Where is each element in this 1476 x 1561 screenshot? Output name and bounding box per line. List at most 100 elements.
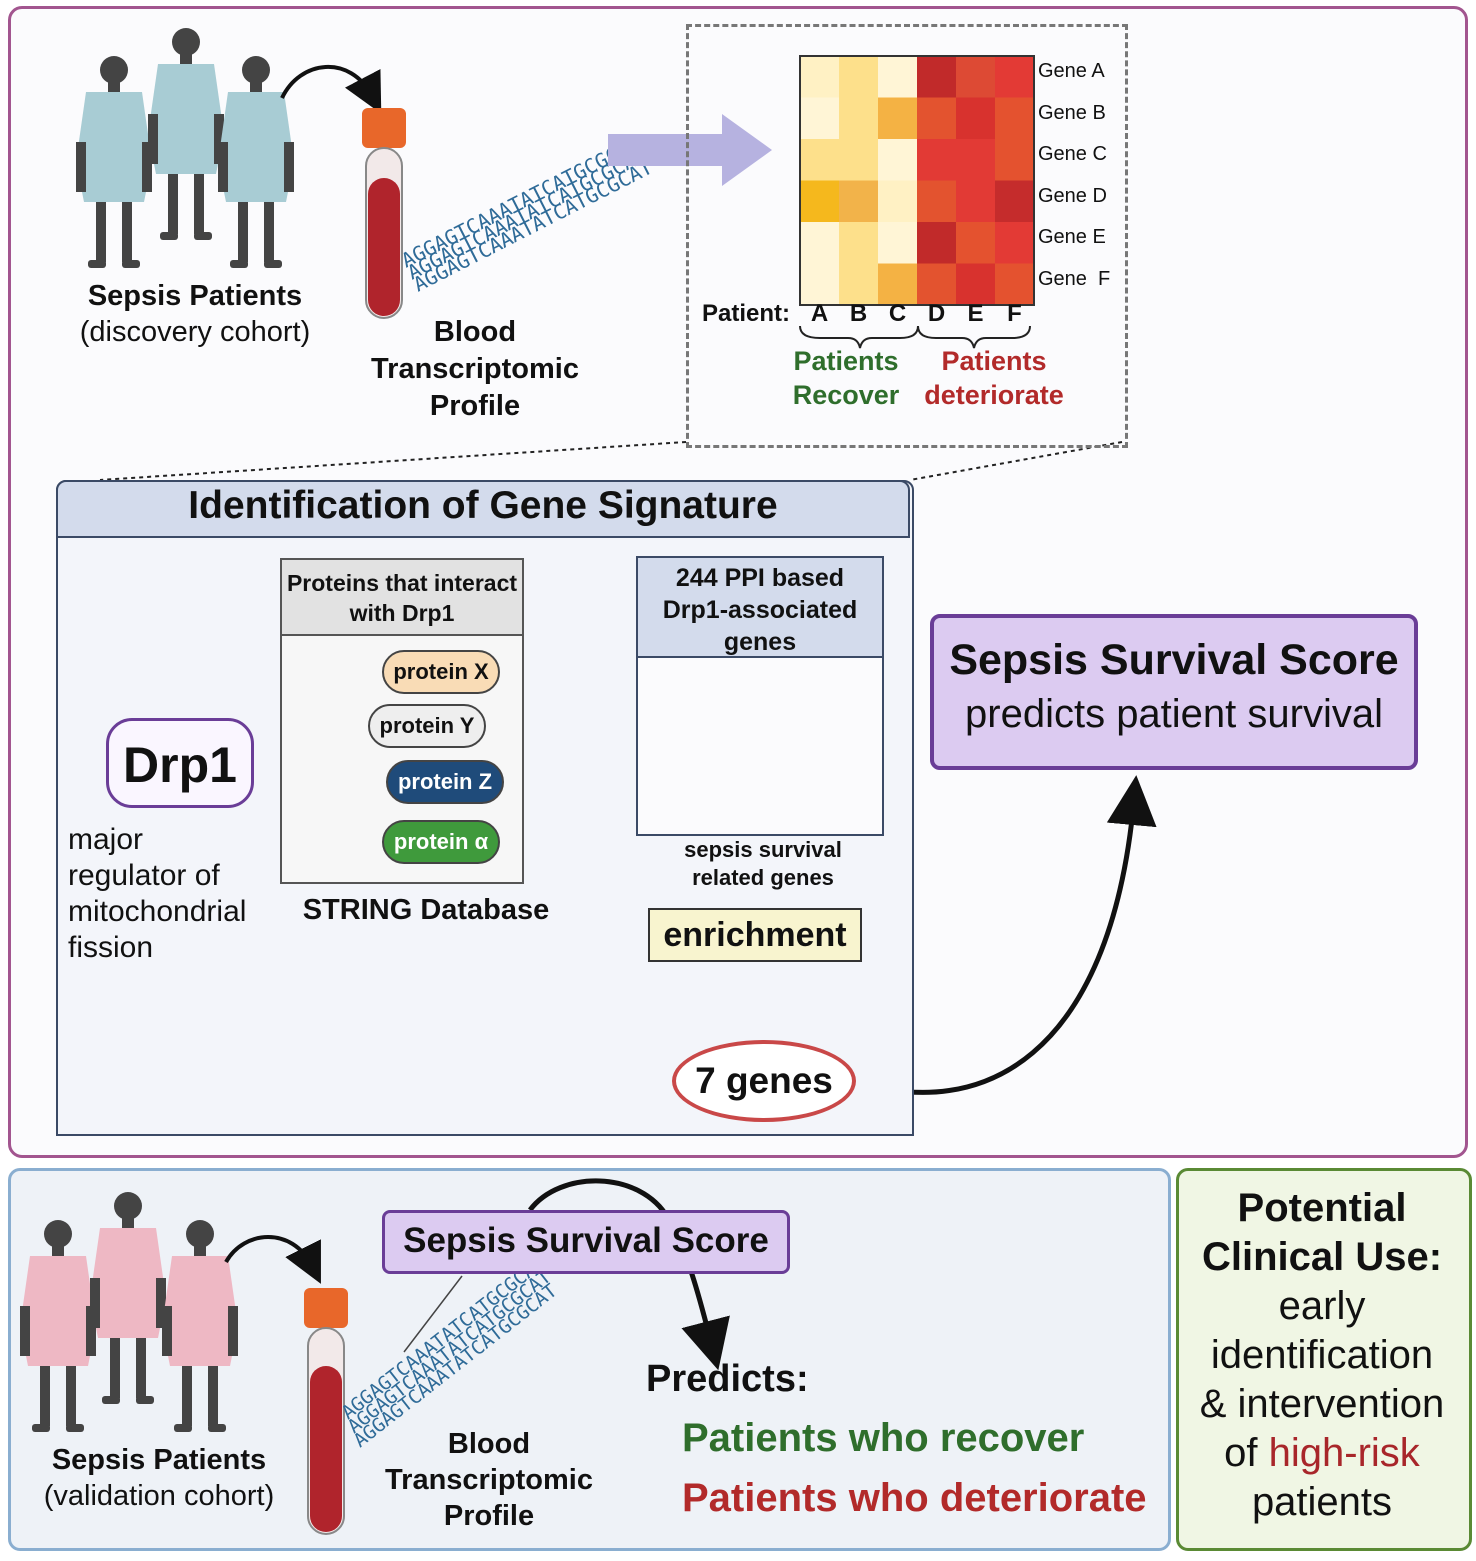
validation-dna-sequence-icon: AGGAGTCAAATATCATGCGCAT AGGAGTCAAATATCATG… xyxy=(338,1252,562,1452)
drp1-description-line: regulator of xyxy=(68,859,220,892)
zoom-line-left xyxy=(99,441,687,481)
validation-cohort-subtitle: (validation cohort) xyxy=(43,1480,275,1512)
clinical-use-panel xyxy=(1176,1168,1472,1551)
heatmap-gene-label: Gene F xyxy=(1038,267,1111,290)
clinical-line-4: identification xyxy=(1210,1333,1434,1377)
heatmap-frame xyxy=(799,55,1035,306)
patient-letter: A xyxy=(810,300,829,327)
heatmap-cell xyxy=(917,97,957,140)
heatmap-cell xyxy=(995,139,1035,181)
heatmap-cell xyxy=(839,97,879,140)
drp1-description-line: fission xyxy=(68,931,154,964)
validation-blood-tube-icon xyxy=(304,1288,348,1535)
score-title: Sepsis Survival Score xyxy=(949,636,1399,684)
ppi-header: 244 PPI based Drp1-associated genes xyxy=(636,556,884,658)
svg-text:AGGAGTCAAATATCATGCGCAT: AGGAGTCAAATATCATGCGCAT xyxy=(338,1252,550,1424)
drp1-node: Drp1 xyxy=(106,718,254,808)
heatmap-gene-label: Gene E xyxy=(1038,226,1106,248)
patient-letter: C xyxy=(888,300,907,327)
validation-profile-label: Blood Transcriptomic Profile xyxy=(376,1426,602,1534)
score-subtitle: predicts patient survival xyxy=(965,692,1383,736)
patient-letter: F xyxy=(1007,300,1022,327)
clinical-line-6: of high-risk xyxy=(1180,1429,1464,1478)
clinical-line-3: early xyxy=(1278,1284,1366,1328)
heatmap-cell xyxy=(995,180,1035,223)
recover-group-label: Patients Recover xyxy=(776,344,916,412)
gene-signature-title: Identification of Gene Signature xyxy=(188,484,778,527)
heatmap-cell xyxy=(917,139,957,181)
validation-patients-icon xyxy=(20,1192,238,1432)
enrichment-box: enrichment xyxy=(648,908,862,962)
heatmap xyxy=(799,55,1035,306)
recover-brace xyxy=(799,325,919,349)
profile-line-3: Profile xyxy=(429,390,521,422)
heatmap-cell xyxy=(800,222,840,264)
funnel-label: sepsis survival related genes xyxy=(684,837,842,890)
heatmap-cell xyxy=(917,222,957,264)
heatmap-cell xyxy=(800,180,840,223)
heatmap-cell xyxy=(839,222,879,264)
heatmap-cell xyxy=(878,56,918,98)
heatmap-cell xyxy=(956,263,996,306)
validation-profile-line-1: Blood xyxy=(447,1428,531,1460)
clinical-line-1: Potential xyxy=(1237,1186,1407,1230)
heatmap-cell xyxy=(878,222,918,264)
heatmap-cell xyxy=(917,263,957,306)
validation-score-box: Sepsis Survival Score xyxy=(382,1210,790,1274)
protein-node: protein Y xyxy=(368,704,486,748)
seven-genes-badge: 7 genes xyxy=(672,1040,856,1122)
discovery-cohort-title: Sepsis Patients xyxy=(87,280,303,312)
blood-tube-icon xyxy=(362,108,406,319)
heatmap-zoom-box xyxy=(686,24,1128,448)
sepsis-survival-score-box xyxy=(930,614,1418,770)
clinical-line-5: & intervention xyxy=(1199,1382,1445,1426)
patient-letter: D xyxy=(927,300,946,327)
heatmap-cell xyxy=(956,56,996,98)
patient-letter: E xyxy=(967,300,984,327)
clinical-line-2: Clinical Use: xyxy=(1201,1235,1443,1279)
heatmap-gene-label: Gene B xyxy=(1038,101,1106,124)
heatmap-cell xyxy=(956,180,996,223)
patient-letter: B xyxy=(849,300,868,327)
string-database-label: STRING Database xyxy=(302,894,550,926)
deteriorate-brace xyxy=(917,325,1031,349)
heatmap-cell xyxy=(878,180,918,223)
heatmap-cell xyxy=(800,139,840,181)
validation-profile-line-3: Profile xyxy=(443,1500,535,1532)
predicts-recover: Patients who recover xyxy=(682,1416,1085,1460)
recover-line-1: Patients xyxy=(793,346,899,376)
clinical-use-text: Potential Clinical Use: early identifica… xyxy=(1180,1184,1464,1527)
heatmap-cell xyxy=(956,139,996,181)
heatmap-cell xyxy=(878,97,918,140)
deteriorate-line-1: Patients xyxy=(941,346,1047,376)
to-heatmap-arrow xyxy=(608,114,772,186)
heatmap-cell xyxy=(839,263,879,306)
protein-node: protein Z xyxy=(386,760,504,804)
heatmap-gene-label: Gene C xyxy=(1038,143,1107,165)
clinical-line-7: patients xyxy=(1251,1480,1393,1524)
drp1-description-line: mitochondrial xyxy=(68,895,247,928)
gene-signature-header xyxy=(56,480,910,538)
discovery-profile-label: Blood Transcriptomic Profile xyxy=(360,314,590,425)
profile-line-2: Transcriptomic xyxy=(371,353,579,385)
heatmap-cell xyxy=(995,97,1035,140)
heatmap-gene-label: Gene D xyxy=(1038,184,1107,207)
validation-patients-to-tube-arrow xyxy=(224,1235,321,1284)
validation-cohort-title: Sepsis Patients xyxy=(51,1444,267,1476)
heatmap-gene-label: Gene A xyxy=(1038,60,1105,82)
discovery-cohort-subtitle: (discovery cohort) xyxy=(79,316,311,348)
predicts-label: Predicts: xyxy=(646,1358,809,1400)
heatmap-cell xyxy=(956,97,996,140)
proteins-header: Proteins that interact with Drp1 xyxy=(280,558,524,636)
patients-to-tube-arrow xyxy=(280,65,382,114)
heatmap-cell xyxy=(956,222,996,264)
tube-to-score-line xyxy=(403,1275,463,1353)
patient-axis-label: Patient: xyxy=(702,300,791,327)
heatmap-cell xyxy=(917,56,957,98)
zoom-line-right xyxy=(909,441,1123,481)
heatmap-cell xyxy=(800,263,840,306)
heatmap-cell xyxy=(995,222,1035,264)
